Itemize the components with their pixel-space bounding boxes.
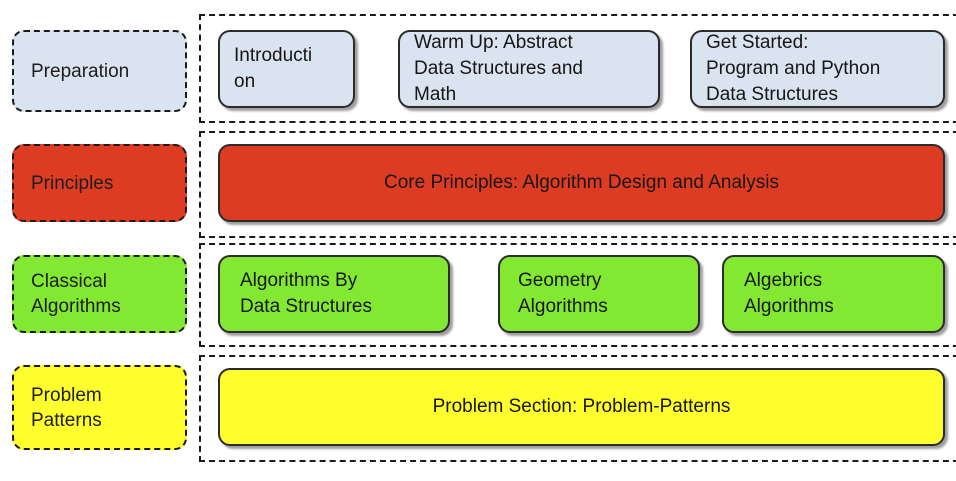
- category-box-principles[interactable]: Principles: [12, 144, 187, 222]
- category-label-classical-algorithms: Classical Algorithms: [31, 271, 121, 317]
- node-geometry-algorithms[interactable]: Geometry Algorithms: [498, 255, 700, 333]
- group-container-principles: [199, 131, 956, 238]
- group-container-preparation: [199, 14, 956, 123]
- category-box-classical-algorithms[interactable]: Classical Algorithms: [12, 255, 187, 333]
- category-label-problem-patterns: Problem Patterns: [31, 384, 102, 431]
- node-label-core-principles: Core Principles: Algorithm Design and An…: [384, 172, 779, 193]
- node-label-algorithms-by-data-structures: Algorithms By Data Structures: [240, 270, 372, 317]
- node-label-algebrics-algorithms: Algebrics Algorithms: [744, 270, 834, 317]
- category-box-problem-patterns[interactable]: Problem Patterns: [12, 365, 187, 450]
- node-problem-section[interactable]: Problem Section: Problem-Patterns: [218, 368, 945, 446]
- node-algebrics-algorithms[interactable]: Algebrics Algorithms: [722, 255, 945, 333]
- node-label-problem-section: Problem Section: Problem-Patterns: [432, 396, 731, 417]
- node-label-get-started: Get Started: Program and Python Data Str…: [706, 32, 881, 105]
- category-label-preparation: Preparation: [31, 60, 130, 82]
- node-get-started[interactable]: Get Started: Program and Python Data Str…: [690, 30, 945, 108]
- group-container-classical-algorithms: [199, 243, 956, 347]
- node-warm-up[interactable]: Warm Up: Abstract Data Structures and Ma…: [398, 30, 660, 108]
- node-algorithms-by-data-structures[interactable]: Algorithms By Data Structures: [218, 255, 450, 333]
- node-label-geometry-algorithms: Geometry Algorithms: [518, 270, 608, 317]
- node-introduction[interactable]: Introducti on: [218, 30, 355, 108]
- node-core-principles[interactable]: Core Principles: Algorithm Design and An…: [218, 144, 945, 222]
- category-label-principles: Principles: [31, 172, 114, 194]
- group-container-problem-patterns: [199, 355, 956, 462]
- node-label-introduction: Introducti on: [234, 45, 313, 92]
- category-box-preparation[interactable]: Preparation: [12, 30, 187, 112]
- node-label-warm-up: Warm Up: Abstract Data Structures and Ma…: [414, 32, 583, 105]
